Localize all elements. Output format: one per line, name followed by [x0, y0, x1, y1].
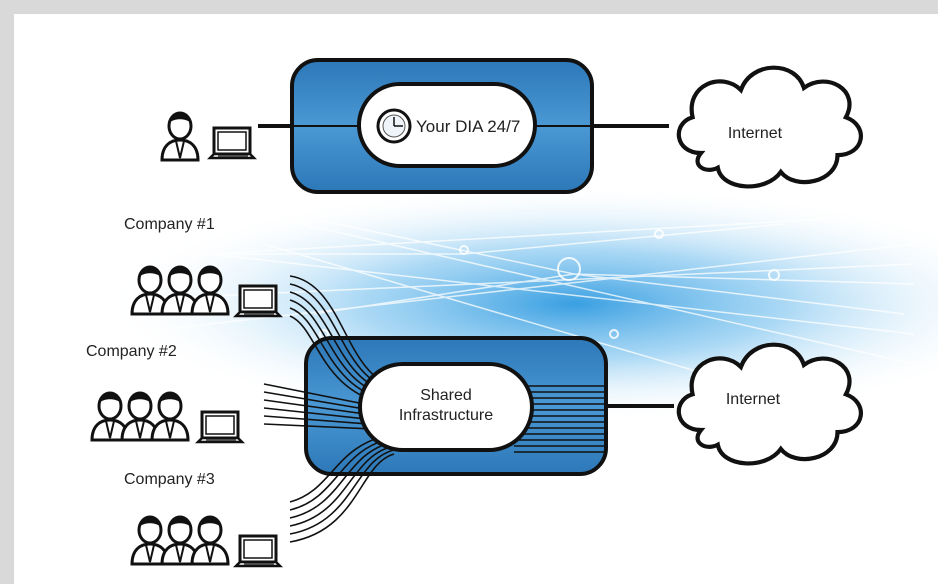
laptop-icon	[234, 534, 282, 568]
shared-node	[358, 362, 534, 452]
laptop-icon	[208, 126, 256, 160]
company-3-label: Company #3	[124, 471, 215, 488]
user-icon	[190, 515, 230, 566]
network-mesh	[33, 203, 915, 395]
user-icon	[160, 111, 200, 162]
internet-label-bottom: Internet	[726, 391, 781, 408]
laptop-icon	[196, 410, 244, 444]
diagram-frame: Your DIA 24/7 Internet	[14, 14, 938, 584]
dia-label: Your DIA 24/7	[416, 117, 520, 136]
company-2-label: Company #2	[86, 343, 177, 360]
shared-label-line1: Shared	[420, 387, 472, 404]
dia-node	[357, 82, 537, 168]
shared-label-line2: Infrastructure	[399, 407, 493, 424]
dia-vs-shared-diagram: Your DIA 24/7 Internet	[33, 58, 938, 568]
network-nodes	[297, 209, 780, 339]
clock-icon	[376, 108, 412, 144]
internet-label-top: Internet	[728, 125, 783, 142]
company-1-label: Company #1	[124, 216, 215, 233]
user-icon	[150, 391, 190, 442]
company-2-group	[90, 391, 244, 444]
laptop-icon	[234, 284, 282, 318]
company-3-group	[130, 515, 282, 568]
